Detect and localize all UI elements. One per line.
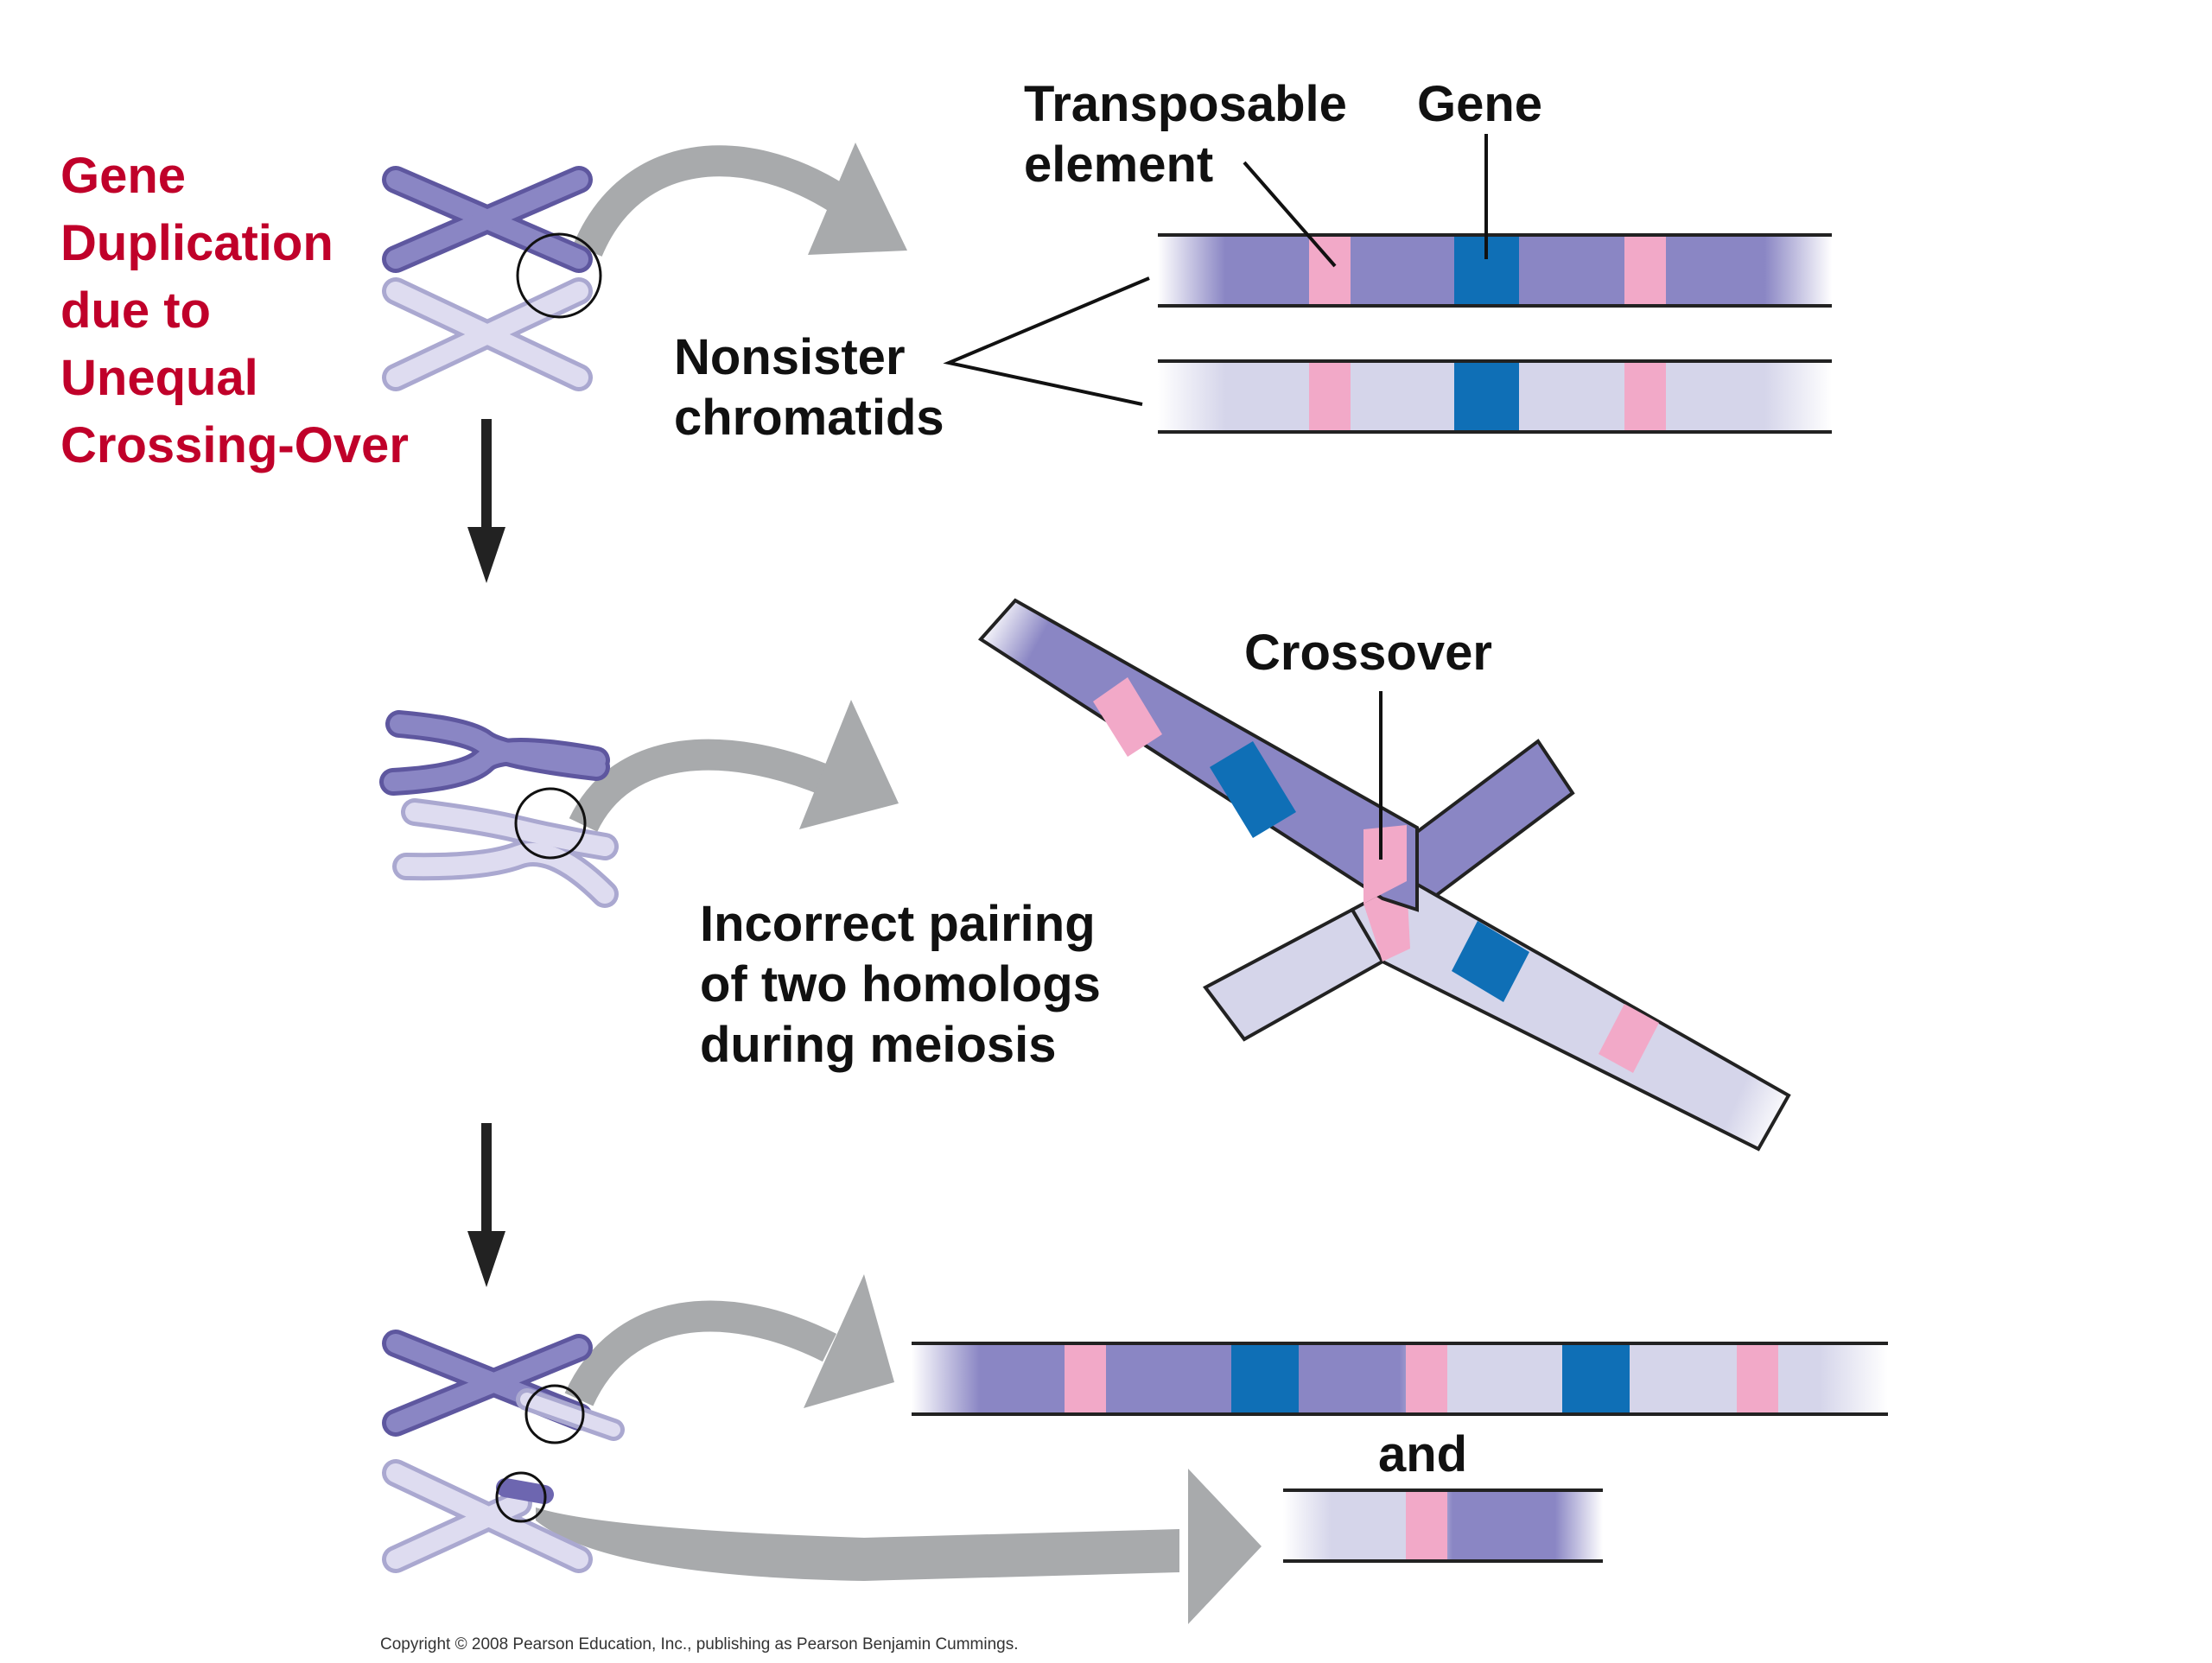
title-line-4: Unequal: [60, 350, 258, 406]
focus-circle-4: [495, 1471, 547, 1523]
curved-arrow-2: [569, 700, 899, 833]
crossover-dark-strand: [977, 598, 1419, 912]
focus-circle-1: [516, 232, 602, 319]
crossover-light-arm-left: [1202, 907, 1385, 1042]
transposable-element-label-line2: element: [1024, 136, 1214, 193]
and-label: and: [1378, 1426, 1468, 1482]
recombinant-short-chromatid: [1283, 1488, 1603, 1563]
crossover-label: Crossover: [1244, 625, 1492, 681]
curved-arrow-1: [573, 143, 907, 257]
curved-arrow-3: [564, 1274, 894, 1408]
incorrect-pairing-line1: Incorrect pairing: [700, 896, 1096, 952]
chromosome-pair-2: [379, 710, 619, 908]
nonsister-label-line1: Nonsister: [674, 329, 906, 385]
title-line-1: Gene: [60, 148, 187, 204]
flow-arrow-2: [467, 1123, 505, 1287]
focus-circle-2: [514, 787, 587, 860]
incorrect-pairing-line2: of two homologs: [700, 956, 1101, 1012]
long-arrow-4: [536, 1469, 1262, 1624]
transposable-element-label-line1: Transposable: [1024, 76, 1347, 132]
flow-arrow-1: [467, 419, 505, 583]
incorrect-pairing-line3: during meiosis: [700, 1017, 1057, 1073]
chromatid-dark: [1158, 233, 1832, 308]
title-line-3: due to: [60, 282, 211, 339]
title-line-5: Crossing-Over: [60, 417, 409, 473]
copyright-notice: Copyright © 2008 Pearson Education, Inc.…: [380, 1635, 1019, 1653]
focus-circle-3: [524, 1384, 585, 1444]
chromosome-pair-1: [382, 166, 593, 391]
transposable-pointer: [1243, 161, 1337, 268]
chromosome-pair-3: [382, 1330, 625, 1573]
nonsister-label-line2: chromatids: [674, 390, 944, 446]
recombinant-long-chromatid: [912, 1342, 1888, 1416]
nonsister-pointer: [943, 276, 1150, 406]
gene-label: Gene: [1417, 76, 1543, 132]
title-line-2: Duplication: [60, 215, 334, 271]
crossover-light-strand: [1350, 877, 1791, 1152]
chromatid-light: [1158, 359, 1832, 434]
